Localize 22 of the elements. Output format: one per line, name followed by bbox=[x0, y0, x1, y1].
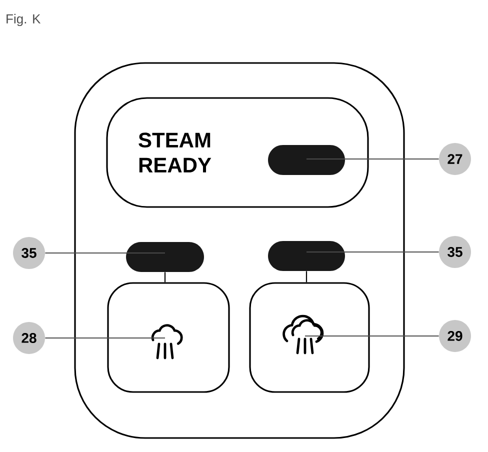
callout-number: 28 bbox=[13, 322, 45, 354]
leader-line bbox=[305, 335, 439, 337]
connector-line bbox=[164, 272, 166, 282]
indicator-light bbox=[268, 145, 345, 175]
callout-number: 29 bbox=[439, 320, 471, 352]
button bbox=[107, 282, 230, 393]
steam-icon bbox=[151, 324, 183, 360]
button bbox=[249, 282, 370, 393]
steam-icon bbox=[282, 314, 324, 354]
control-panel bbox=[74, 62, 405, 439]
leader-line bbox=[306, 158, 439, 160]
indicator-light bbox=[126, 242, 204, 272]
connector-line bbox=[306, 271, 308, 282]
figure-label: Fig. K bbox=[6, 14, 41, 26]
indicator-light bbox=[268, 241, 345, 271]
callout-number: 27 bbox=[439, 143, 471, 175]
display-window: STEAM READY bbox=[106, 97, 369, 208]
leader-line bbox=[45, 337, 165, 339]
leader-line bbox=[306, 251, 439, 253]
callout-number: 35 bbox=[13, 237, 45, 269]
callout-number: 35 bbox=[439, 236, 471, 268]
leader-line bbox=[45, 252, 165, 254]
